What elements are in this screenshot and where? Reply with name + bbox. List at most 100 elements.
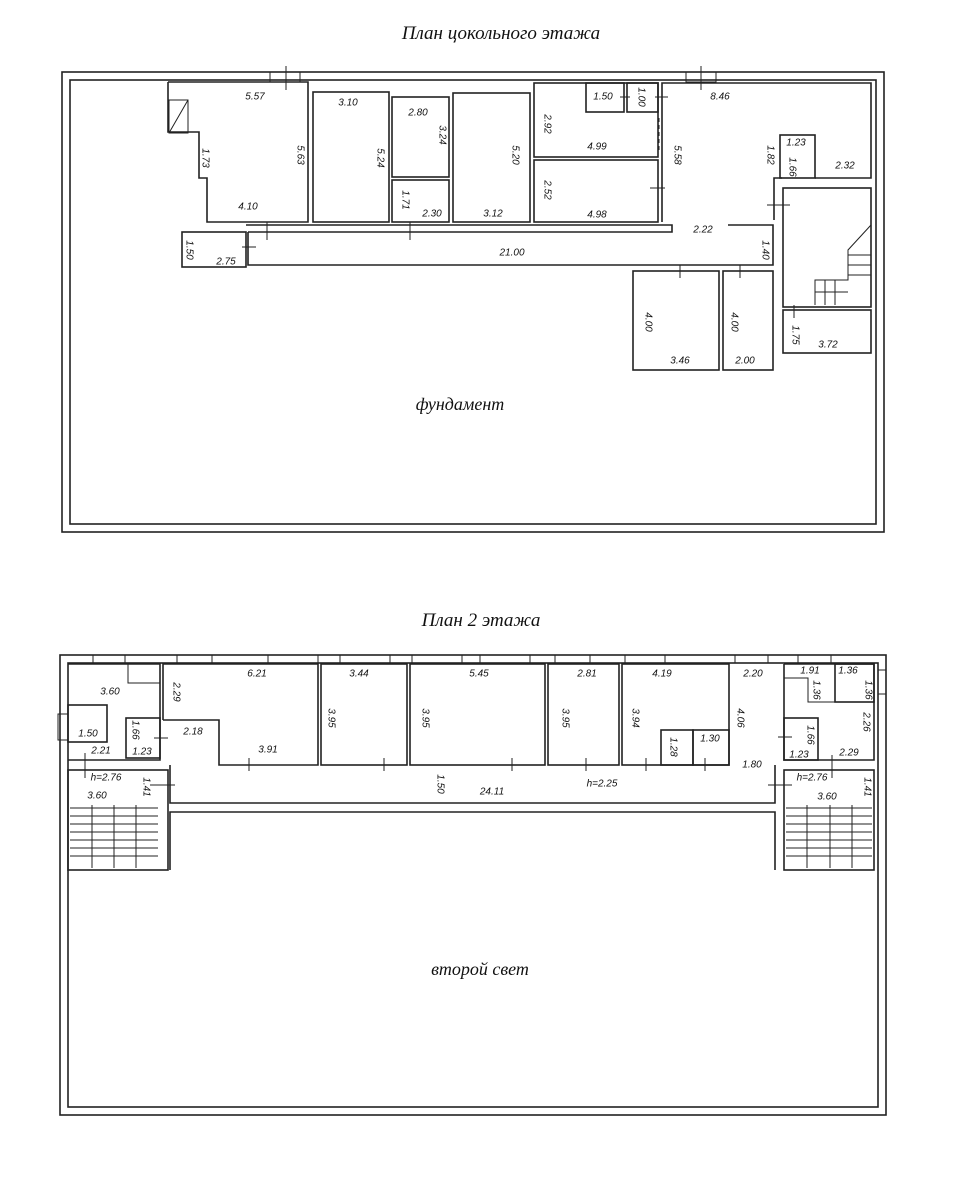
dimension-label: h=2.76 bbox=[91, 773, 122, 784]
dimension-label: 3.95 bbox=[559, 708, 570, 728]
dimension-label: h=2.76 bbox=[797, 773, 828, 784]
room bbox=[391, 179, 450, 223]
dimension-label: 2.29 bbox=[170, 681, 181, 702]
second-floor-plan: План 2 этажа bbox=[57, 610, 887, 1116]
room bbox=[67, 704, 108, 743]
foundation-label: фундамент bbox=[416, 394, 505, 414]
inner-wall bbox=[69, 79, 877, 525]
dimension-label: 1.73 bbox=[199, 148, 210, 168]
dimension-label: 3.95 bbox=[325, 708, 336, 728]
dimension-label: 2.22 bbox=[692, 225, 713, 236]
dimension-label: 1.36 bbox=[810, 680, 821, 700]
dimension-label: 3.44 bbox=[349, 669, 369, 680]
windows bbox=[57, 654, 887, 741]
room bbox=[692, 729, 730, 766]
atrium-edge bbox=[169, 811, 776, 870]
dimension-label: 1.30 bbox=[700, 734, 720, 745]
second-floor-title: План 2 этажа bbox=[421, 610, 541, 631]
dimension-label: 1.71 bbox=[399, 190, 410, 209]
dimension-label: 2.81 bbox=[576, 669, 596, 680]
dimension-label: 1.23 bbox=[789, 750, 809, 761]
dimension-label: 1.91 bbox=[800, 666, 819, 677]
dimension-label: 1.66 bbox=[786, 157, 797, 177]
corridor-wall bbox=[246, 224, 673, 233]
room bbox=[779, 134, 816, 179]
dimension-label: 1.41 bbox=[861, 777, 872, 796]
dimension-label: 5.24 bbox=[374, 148, 385, 168]
dimension-label: 2.75 bbox=[215, 257, 236, 268]
dimension-label: 2.18 bbox=[182, 727, 203, 738]
room bbox=[722, 270, 774, 371]
dimension-label: 4.00 bbox=[642, 312, 653, 332]
room bbox=[320, 663, 408, 766]
dimension-label: 4.10 bbox=[238, 202, 258, 213]
dimension-label: 1.75 bbox=[789, 325, 800, 345]
stair-room bbox=[782, 187, 872, 308]
dimension-label: 3.91 bbox=[258, 745, 277, 756]
stairs bbox=[70, 805, 872, 868]
dimension-label: 1.00 bbox=[635, 87, 646, 107]
door-marks bbox=[84, 736, 833, 786]
dimension-label: 6.21 bbox=[247, 669, 266, 680]
dimension-label: 3.10 bbox=[338, 98, 358, 109]
outer-wall bbox=[59, 654, 887, 1116]
dimension-label: 2.80 bbox=[407, 108, 428, 119]
dimension-label: h=2.25 bbox=[587, 779, 618, 790]
double-height-label: второй свет bbox=[431, 959, 529, 979]
dimension-label: 5.45 bbox=[469, 669, 489, 680]
corridor-wall bbox=[247, 224, 774, 266]
dimension-label: 2.00 bbox=[734, 356, 755, 367]
dimension-label: 1.23 bbox=[132, 747, 152, 758]
dimension-label: 1.50 bbox=[78, 729, 98, 740]
basement-dimensions: 5.57 5.63 1.73 4.10 3.10 5.24 2.80 3.24 … bbox=[183, 87, 855, 366]
room bbox=[312, 91, 390, 223]
room bbox=[782, 309, 872, 354]
dimension-label: 3.60 bbox=[817, 792, 837, 803]
dimension-label: 1.23 bbox=[786, 138, 806, 149]
dimension-label: 1.40 bbox=[759, 240, 770, 260]
dimension-label: 5.20 bbox=[509, 145, 520, 165]
door-marks bbox=[242, 66, 795, 318]
basement-plan: План цокольного этажа bbox=[61, 23, 885, 533]
dimension-label: 4.19 bbox=[652, 669, 672, 680]
dimension-label: 24.11 bbox=[479, 787, 504, 798]
dimension-label: 2.92 bbox=[541, 113, 552, 134]
dimension-label: 2.29 bbox=[838, 748, 859, 759]
dimension-label: 4.06 bbox=[734, 708, 745, 728]
room bbox=[391, 96, 450, 178]
room bbox=[834, 663, 875, 703]
stairs bbox=[814, 224, 872, 305]
basement-plan-title: План цокольного этажа bbox=[401, 23, 600, 44]
wall bbox=[773, 177, 782, 220]
dimension-label: 1.28 bbox=[667, 737, 678, 757]
corridor bbox=[169, 765, 776, 804]
stairwell-left bbox=[67, 769, 169, 871]
dimension-label: 3.24 bbox=[436, 125, 447, 145]
dimension-label: 3.94 bbox=[629, 708, 640, 728]
dimension-label: 21.00 bbox=[498, 248, 524, 259]
inner-wall bbox=[67, 662, 879, 1108]
dimension-label: 1.50 bbox=[593, 92, 613, 103]
dimension-label: 1.66 bbox=[804, 725, 815, 745]
room bbox=[181, 231, 247, 268]
room bbox=[167, 81, 309, 223]
room bbox=[68, 663, 161, 761]
dimension-label: 2.26 bbox=[860, 711, 871, 732]
room bbox=[162, 663, 319, 766]
dimension-label: 4.99 bbox=[587, 142, 607, 153]
dimension-label: 5.57 bbox=[245, 92, 265, 103]
dimension-label: 1.36 bbox=[838, 666, 858, 677]
dimension-label: 1.80 bbox=[742, 760, 762, 771]
dimension-label: 1.66 bbox=[129, 720, 140, 740]
room bbox=[452, 92, 531, 223]
dimension-label: 5.63 bbox=[294, 145, 305, 165]
stairwell-right bbox=[783, 769, 875, 871]
dimension-label: 1.41 bbox=[140, 777, 151, 796]
dimension-label: 3.60 bbox=[100, 687, 120, 698]
dimension-label: 8.46 bbox=[710, 92, 730, 103]
dimension-label: 3.12 bbox=[483, 209, 503, 220]
room bbox=[547, 663, 620, 766]
dimension-label: 2.20 bbox=[742, 669, 763, 680]
dimension-label: 3.46 bbox=[670, 356, 690, 367]
